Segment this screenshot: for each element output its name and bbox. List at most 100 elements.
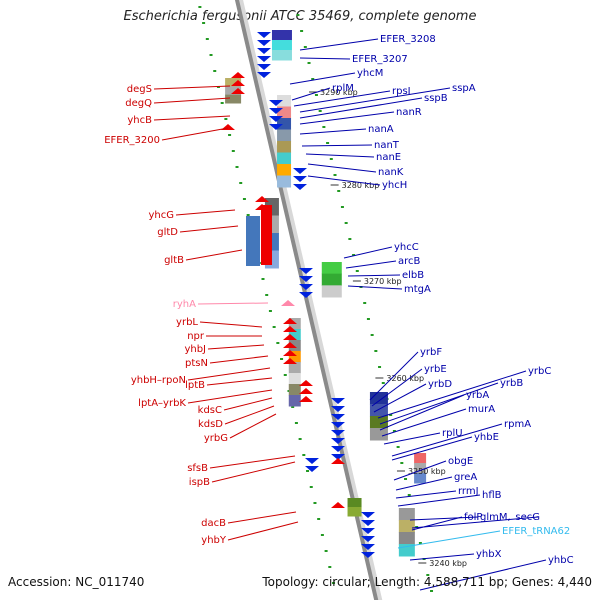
- gene-label-right: nanA: [368, 124, 394, 135]
- gene-leader-line: [397, 494, 481, 507]
- gene-label-left: yhbH–rpoN: [131, 375, 186, 386]
- reverse-gene-arrow: [257, 40, 271, 46]
- forward-gene-arrow: [281, 300, 295, 306]
- feature-segment: [288, 384, 301, 396]
- tick-mark: [404, 478, 408, 480]
- feature-segment: [277, 129, 292, 142]
- reverse-gene-arrow: [269, 108, 283, 114]
- tick-mark: [415, 526, 419, 528]
- gene-label-right: yrbF: [420, 347, 442, 358]
- feature-segment: [277, 164, 292, 176]
- gene-label-left: lptB: [185, 380, 205, 391]
- tick-mark: [352, 254, 356, 256]
- gene-label-right: rpsI: [392, 86, 411, 97]
- feature-segment: [277, 175, 292, 188]
- scale-label: 3280 kbp: [342, 181, 380, 190]
- tick-mark: [320, 534, 324, 536]
- gene-label-left: yrbL: [176, 317, 198, 328]
- gene-leader-line: [395, 490, 457, 499]
- reverse-gene-arrow: [331, 406, 345, 412]
- reverse-gene-arrow: [257, 64, 271, 70]
- feature-segment: [398, 532, 415, 545]
- gene-leader-line: [209, 455, 296, 469]
- reverse-gene-arrow: [305, 458, 319, 464]
- tick-mark: [374, 350, 378, 352]
- tick-mark: [378, 366, 382, 368]
- forward-gene-arrow: [283, 326, 297, 332]
- reverse-gene-arrow: [269, 116, 283, 122]
- feature-segment: [277, 118, 292, 130]
- tick-mark: [216, 86, 220, 88]
- reverse-gene-arrow: [299, 284, 313, 290]
- tick-mark: [265, 294, 269, 296]
- reverse-gene-arrow: [361, 544, 375, 550]
- gene-leader-line: [391, 423, 503, 457]
- feature-segment: [271, 30, 292, 41]
- feature-segment: [271, 40, 292, 51]
- gene-leader-line: [207, 344, 265, 350]
- reverse-gene-arrow: [293, 176, 307, 182]
- gene-label-right: sspA: [452, 83, 476, 94]
- tick-mark: [324, 550, 328, 552]
- tick-mark: [389, 414, 393, 416]
- tick-mark: [239, 182, 243, 184]
- tick-mark: [396, 446, 400, 448]
- reverse-gene-arrow: [331, 438, 345, 444]
- gene-leader-line: [343, 246, 393, 259]
- tick-mark: [220, 102, 224, 104]
- feature-segment: [225, 86, 242, 96]
- gene-leader-line: [307, 163, 377, 173]
- reverse-gene-arrow: [361, 520, 375, 526]
- forward-gene-arrow: [299, 396, 313, 402]
- gene-label-right: nanR: [396, 107, 422, 118]
- feature-segment: [347, 507, 362, 517]
- gene-leader-line: [371, 368, 423, 407]
- tick-mark: [302, 454, 306, 456]
- gene-leader-line: [299, 87, 451, 113]
- reverse-gene-arrow: [361, 552, 375, 558]
- tick-mark: [306, 470, 310, 472]
- gene-leader-line: [369, 351, 419, 401]
- gltD-block: [261, 205, 272, 265]
- feature-segment: [321, 273, 342, 286]
- gene-label-right: secG: [515, 512, 540, 523]
- tick-mark: [303, 46, 307, 48]
- tick-mark: [300, 30, 304, 32]
- gene-leader-line: [305, 153, 375, 158]
- reverse-gene-arrow: [331, 422, 345, 428]
- tick-mark: [366, 318, 370, 320]
- feature-segment: [398, 520, 415, 533]
- gene-leader-line: [299, 97, 423, 119]
- feature-segment: [288, 373, 301, 385]
- topology-label: Topology: circular; Length: 4,588,711 bp…: [262, 575, 592, 589]
- feature-segment: [225, 78, 242, 87]
- gene-leader-line: [395, 476, 453, 491]
- scale-label: 3260 kbp: [386, 374, 424, 383]
- forward-gene-arrow: [283, 358, 297, 364]
- feature-segment: [321, 262, 342, 275]
- accession-label: Accession: NC_011740: [8, 575, 145, 589]
- reverse-gene-arrow: [293, 168, 307, 174]
- reverse-gene-arrow: [257, 32, 271, 38]
- gene-label-right: nanK: [378, 167, 404, 178]
- forward-gene-arrow: [283, 350, 297, 356]
- reverse-gene-arrow: [331, 398, 345, 404]
- gene-leader-line: [393, 460, 447, 481]
- tick-mark: [209, 54, 213, 56]
- feature-segment: [277, 152, 292, 165]
- gene-leader-line: [209, 355, 269, 364]
- feature-segment: [414, 463, 427, 474]
- forward-gene-arrow: [283, 342, 297, 348]
- feature-segment: [225, 94, 242, 104]
- gene-leader-line: [187, 389, 273, 404]
- gene-label-right: yrbA: [466, 390, 489, 401]
- gene-label-left: yhcB: [127, 115, 152, 126]
- gene-label-left: ispB: [189, 477, 210, 488]
- reverse-gene-arrow: [299, 268, 313, 274]
- reverse-gene-arrow: [331, 454, 345, 460]
- feature-segment: [369, 428, 388, 441]
- tick-mark: [317, 518, 321, 520]
- tick-mark: [268, 310, 272, 312]
- feature-segment: [414, 473, 427, 484]
- gene-leader-line: [293, 90, 391, 107]
